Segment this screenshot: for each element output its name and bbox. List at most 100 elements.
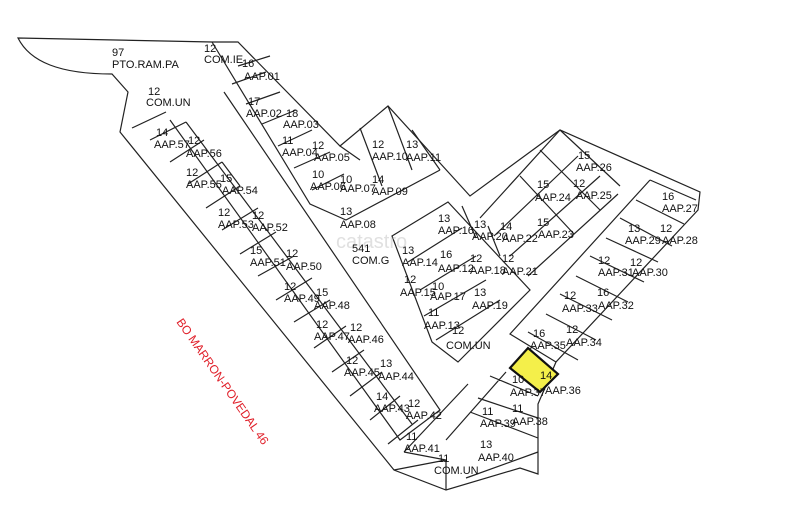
parcel-label: 12 bbox=[312, 140, 324, 152]
parcel-label: PTO.RAM.PA bbox=[112, 59, 179, 71]
parcel-label: AAP.31 bbox=[598, 267, 634, 279]
parcel-label: AAP.49 bbox=[284, 293, 320, 305]
highlighted-parcel[interactable] bbox=[508, 346, 560, 394]
parcel-label: 12 bbox=[660, 223, 672, 235]
parcel-label: 15 bbox=[578, 150, 590, 162]
parcel-label: 11 bbox=[406, 431, 417, 443]
parcel-label: AAP.45 bbox=[344, 367, 380, 379]
parcel-label: 16 bbox=[242, 58, 254, 70]
parcel-label: 12 bbox=[284, 281, 296, 293]
parcel-label: AAP.40 bbox=[478, 452, 514, 464]
parcel-label: AAP.21 bbox=[502, 266, 538, 278]
parcel-label: AAP.27 bbox=[662, 203, 698, 215]
parcel-label: AAP.57 bbox=[154, 139, 190, 151]
parcel-label: AAP.06 bbox=[310, 181, 346, 193]
parcel-label: COM.UN bbox=[446, 340, 491, 352]
parcel-label: 12 bbox=[350, 322, 362, 334]
parcel-label: 10 bbox=[432, 281, 444, 293]
parcel-label: COM.UN bbox=[146, 97, 191, 109]
parcel-label: AAP.11 bbox=[406, 152, 441, 164]
parcel-label: AAP.28 bbox=[662, 235, 698, 247]
parcel-label: AAP.26 bbox=[576, 162, 612, 174]
parcel-label: 12 bbox=[470, 253, 482, 265]
parcel-label: 16 bbox=[662, 191, 674, 203]
parcel-label: AAP.24 bbox=[535, 192, 571, 204]
bottom-stalls bbox=[393, 371, 539, 490]
parcel-label: 12 bbox=[452, 325, 464, 337]
parcel-label: 12 bbox=[372, 139, 384, 151]
parcel-label: AAP.09 bbox=[372, 186, 408, 198]
parcel-label: AAP.25 bbox=[576, 190, 612, 202]
parcel-label: 15 bbox=[220, 173, 232, 185]
parcel-label: 13 bbox=[474, 219, 486, 231]
parcel-label: AAP.16 bbox=[438, 225, 474, 237]
parcel-label: 13 bbox=[340, 206, 352, 218]
parcel-label: 12 bbox=[346, 355, 358, 367]
parcel-label: 12 bbox=[316, 319, 328, 331]
street-label: BO MARRON-POVEDAL 46 bbox=[174, 316, 272, 448]
parcel-label: 11 bbox=[428, 307, 439, 319]
parcel-label: AAP.54 bbox=[222, 185, 258, 197]
parcel-label: 12 bbox=[408, 398, 420, 410]
parcel-label: AAP.46 bbox=[348, 334, 384, 346]
parcel-label: 15 bbox=[537, 179, 549, 191]
parcel-label: 12 bbox=[573, 178, 585, 190]
parcel-label: AAP.05 bbox=[314, 152, 350, 164]
parcel-label: AAP.53 bbox=[218, 219, 254, 231]
parcel-label: 16 bbox=[597, 287, 609, 299]
parcel-label: 13 bbox=[474, 287, 486, 299]
parcel-label: 10 bbox=[312, 169, 324, 181]
parcel-label: 16 bbox=[533, 328, 545, 340]
parcel-label: AAP.47 bbox=[314, 331, 350, 343]
parcel-label: 14 bbox=[156, 127, 168, 139]
parcel-label: 12 bbox=[218, 207, 230, 219]
parcel-label: AAP.56 bbox=[186, 148, 222, 160]
parcel-label: 12 bbox=[630, 257, 642, 269]
parcel-label: 16 bbox=[440, 249, 452, 261]
parcel-label: 12 bbox=[186, 167, 198, 179]
top-band bbox=[211, 41, 441, 221]
parcel-label: AAP.15 bbox=[400, 287, 436, 299]
parcel-label: AAP.01 bbox=[244, 71, 280, 83]
parcel-label: AAP.20 bbox=[472, 231, 508, 243]
parcel-label: 12 bbox=[598, 255, 610, 267]
center-block bbox=[391, 201, 531, 363]
parcel-label: AAP.34 bbox=[566, 337, 602, 349]
left-wing-stalls-line bbox=[131, 111, 419, 445]
parcel-label: AAP.22 bbox=[502, 233, 538, 245]
parcel-label: 13 bbox=[480, 439, 492, 451]
parcel-label: 14 bbox=[500, 221, 512, 233]
parcel-label: AAP.33 bbox=[562, 303, 598, 315]
parcel-label: 12 bbox=[502, 253, 514, 265]
parcel-label: AAP.51 bbox=[250, 257, 286, 269]
parcel-label: AAP.38 bbox=[512, 416, 548, 428]
parcel-label: AAP.48 bbox=[314, 300, 350, 312]
right-wing bbox=[509, 179, 697, 363]
parcel-label: 11 bbox=[512, 403, 523, 415]
parcel-label: 12 bbox=[148, 86, 160, 98]
parcel-label: 14 bbox=[372, 174, 384, 186]
parcel-label: 14 bbox=[540, 370, 552, 382]
parcel-label: 541 bbox=[352, 243, 370, 255]
watermark: catastro bbox=[336, 231, 407, 253]
parcel-label: AAP.04 bbox=[282, 147, 318, 159]
parcel-label: AAP.52 bbox=[252, 222, 288, 234]
parcel-label: AAP.08 bbox=[340, 219, 376, 231]
parcel-label: AAP.30 bbox=[632, 267, 668, 279]
parcel-label: 15 bbox=[250, 245, 262, 257]
parcel-label: AAP.29 bbox=[625, 235, 661, 247]
parcel-label: 14 bbox=[376, 391, 388, 403]
parcel-label: AAP.17 bbox=[430, 291, 466, 303]
parcel-label: AAP.36 bbox=[545, 385, 581, 397]
parcel-label: AAP.35 bbox=[530, 340, 566, 352]
parcel-label: 10 bbox=[340, 174, 352, 186]
parcel-label: 12 bbox=[286, 248, 298, 260]
parcel-label: 13 bbox=[628, 223, 640, 235]
parcel-label: AAP.55 bbox=[186, 179, 222, 191]
left-wing-stalls-line-2 bbox=[185, 121, 413, 425]
parcel-label: 15 bbox=[316, 287, 328, 299]
parcel-label: AAP.50 bbox=[286, 261, 322, 273]
parcel-label: 13 bbox=[380, 358, 392, 370]
parcel-label: 15 bbox=[537, 217, 549, 229]
